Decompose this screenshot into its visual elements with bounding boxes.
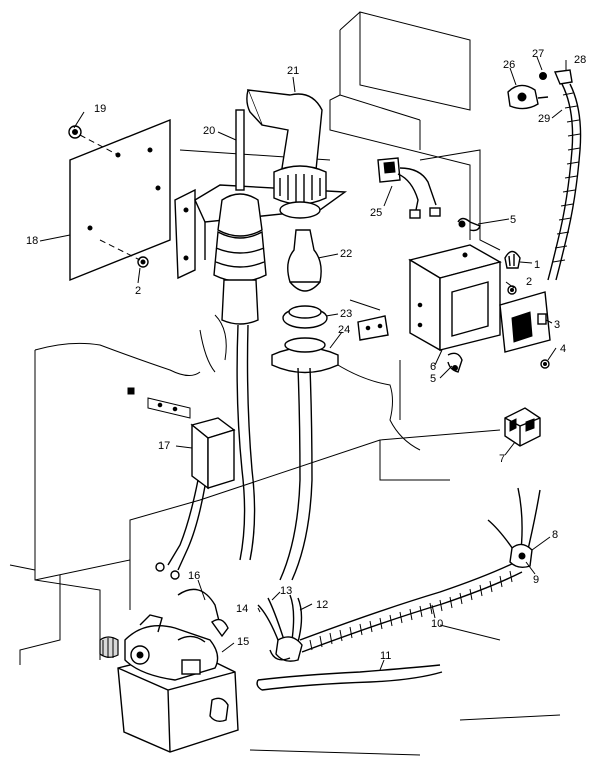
part-6-junction-box [408, 244, 502, 352]
callout-27: 27 [532, 48, 544, 60]
part-12-wire [289, 594, 303, 643]
part-13-wire [267, 597, 285, 641]
part-20-pilot-tube [213, 109, 267, 561]
part-29-flex-conduit [547, 83, 582, 281]
part-16-wire [177, 588, 229, 638]
part-11-lead [256, 664, 443, 691]
part-23-washer [282, 305, 328, 329]
callout-8: 8 [552, 529, 558, 541]
part-24-base [271, 337, 339, 581]
cabinet-outline [9, 11, 561, 756]
callout-18: 18 [26, 235, 38, 247]
callout-21: 21 [287, 65, 299, 77]
callout-16: 16 [188, 570, 200, 582]
part-21-burner-head [246, 89, 327, 219]
part-18-mounting-plate [69, 118, 171, 282]
part-7-switch [504, 407, 541, 447]
callout-19: 19 [94, 103, 106, 115]
callout-23: 23 [340, 308, 352, 320]
part-15-gas-valve [99, 614, 239, 753]
callout-24: 24 [338, 324, 350, 336]
callout-13: 13 [280, 585, 292, 597]
leader-lines [39, 56, 567, 671]
part-9-grommet [509, 543, 533, 569]
callout-1: 1 [534, 259, 540, 271]
callout-20: 20 [203, 125, 215, 137]
grommet-lower [269, 636, 303, 662]
callout-26: 26 [503, 59, 515, 71]
part-5-clip-lower [447, 352, 463, 373]
part-2-screw-left [99, 239, 149, 268]
callout-9: 9 [533, 574, 539, 586]
part-25-connector [377, 157, 441, 219]
callout-labels: 1 2 2 3 4 5 5 6 7 8 9 10 11 12 13 14 15 … [26, 48, 586, 662]
callout-10: 10 [431, 618, 443, 630]
small-bracket-24 [357, 315, 389, 341]
callout-4: 4 [560, 343, 566, 355]
callout-12: 12 [316, 599, 328, 611]
part-5-clip-upper [457, 217, 481, 232]
callout-28: 28 [574, 54, 586, 66]
callout-11: 11 [380, 650, 391, 662]
callout-14: 14 [236, 603, 248, 615]
callout-2: 2 [526, 276, 532, 288]
part-26-limit-switch [507, 84, 549, 110]
callout-5: 5 [430, 373, 436, 385]
part-22-orifice [287, 229, 322, 292]
callout-29: 29 [538, 113, 550, 125]
callout-15: 15 [237, 636, 249, 648]
part-2-screw-right [507, 285, 517, 295]
part-27-screw [539, 72, 547, 80]
callout-3: 3 [554, 319, 560, 331]
part-17-transformer [127, 387, 236, 580]
callout-17: 17 [158, 440, 170, 452]
callout-7: 7 [499, 453, 505, 465]
callout-22: 22 [340, 248, 352, 260]
callout-25: 25 [370, 207, 382, 219]
part-28-wire-clip [554, 69, 573, 85]
part-19-screw [68, 125, 119, 156]
part-14-wire [257, 604, 279, 641]
callout-5: 5 [510, 214, 516, 226]
part-1-grommet [504, 250, 521, 269]
callout-2: 2 [135, 285, 141, 297]
part-3-switch-cover [499, 291, 551, 353]
part-4-screw [540, 359, 550, 369]
callout-6: 6 [430, 361, 436, 373]
part-10-armored-cable [299, 559, 523, 653]
